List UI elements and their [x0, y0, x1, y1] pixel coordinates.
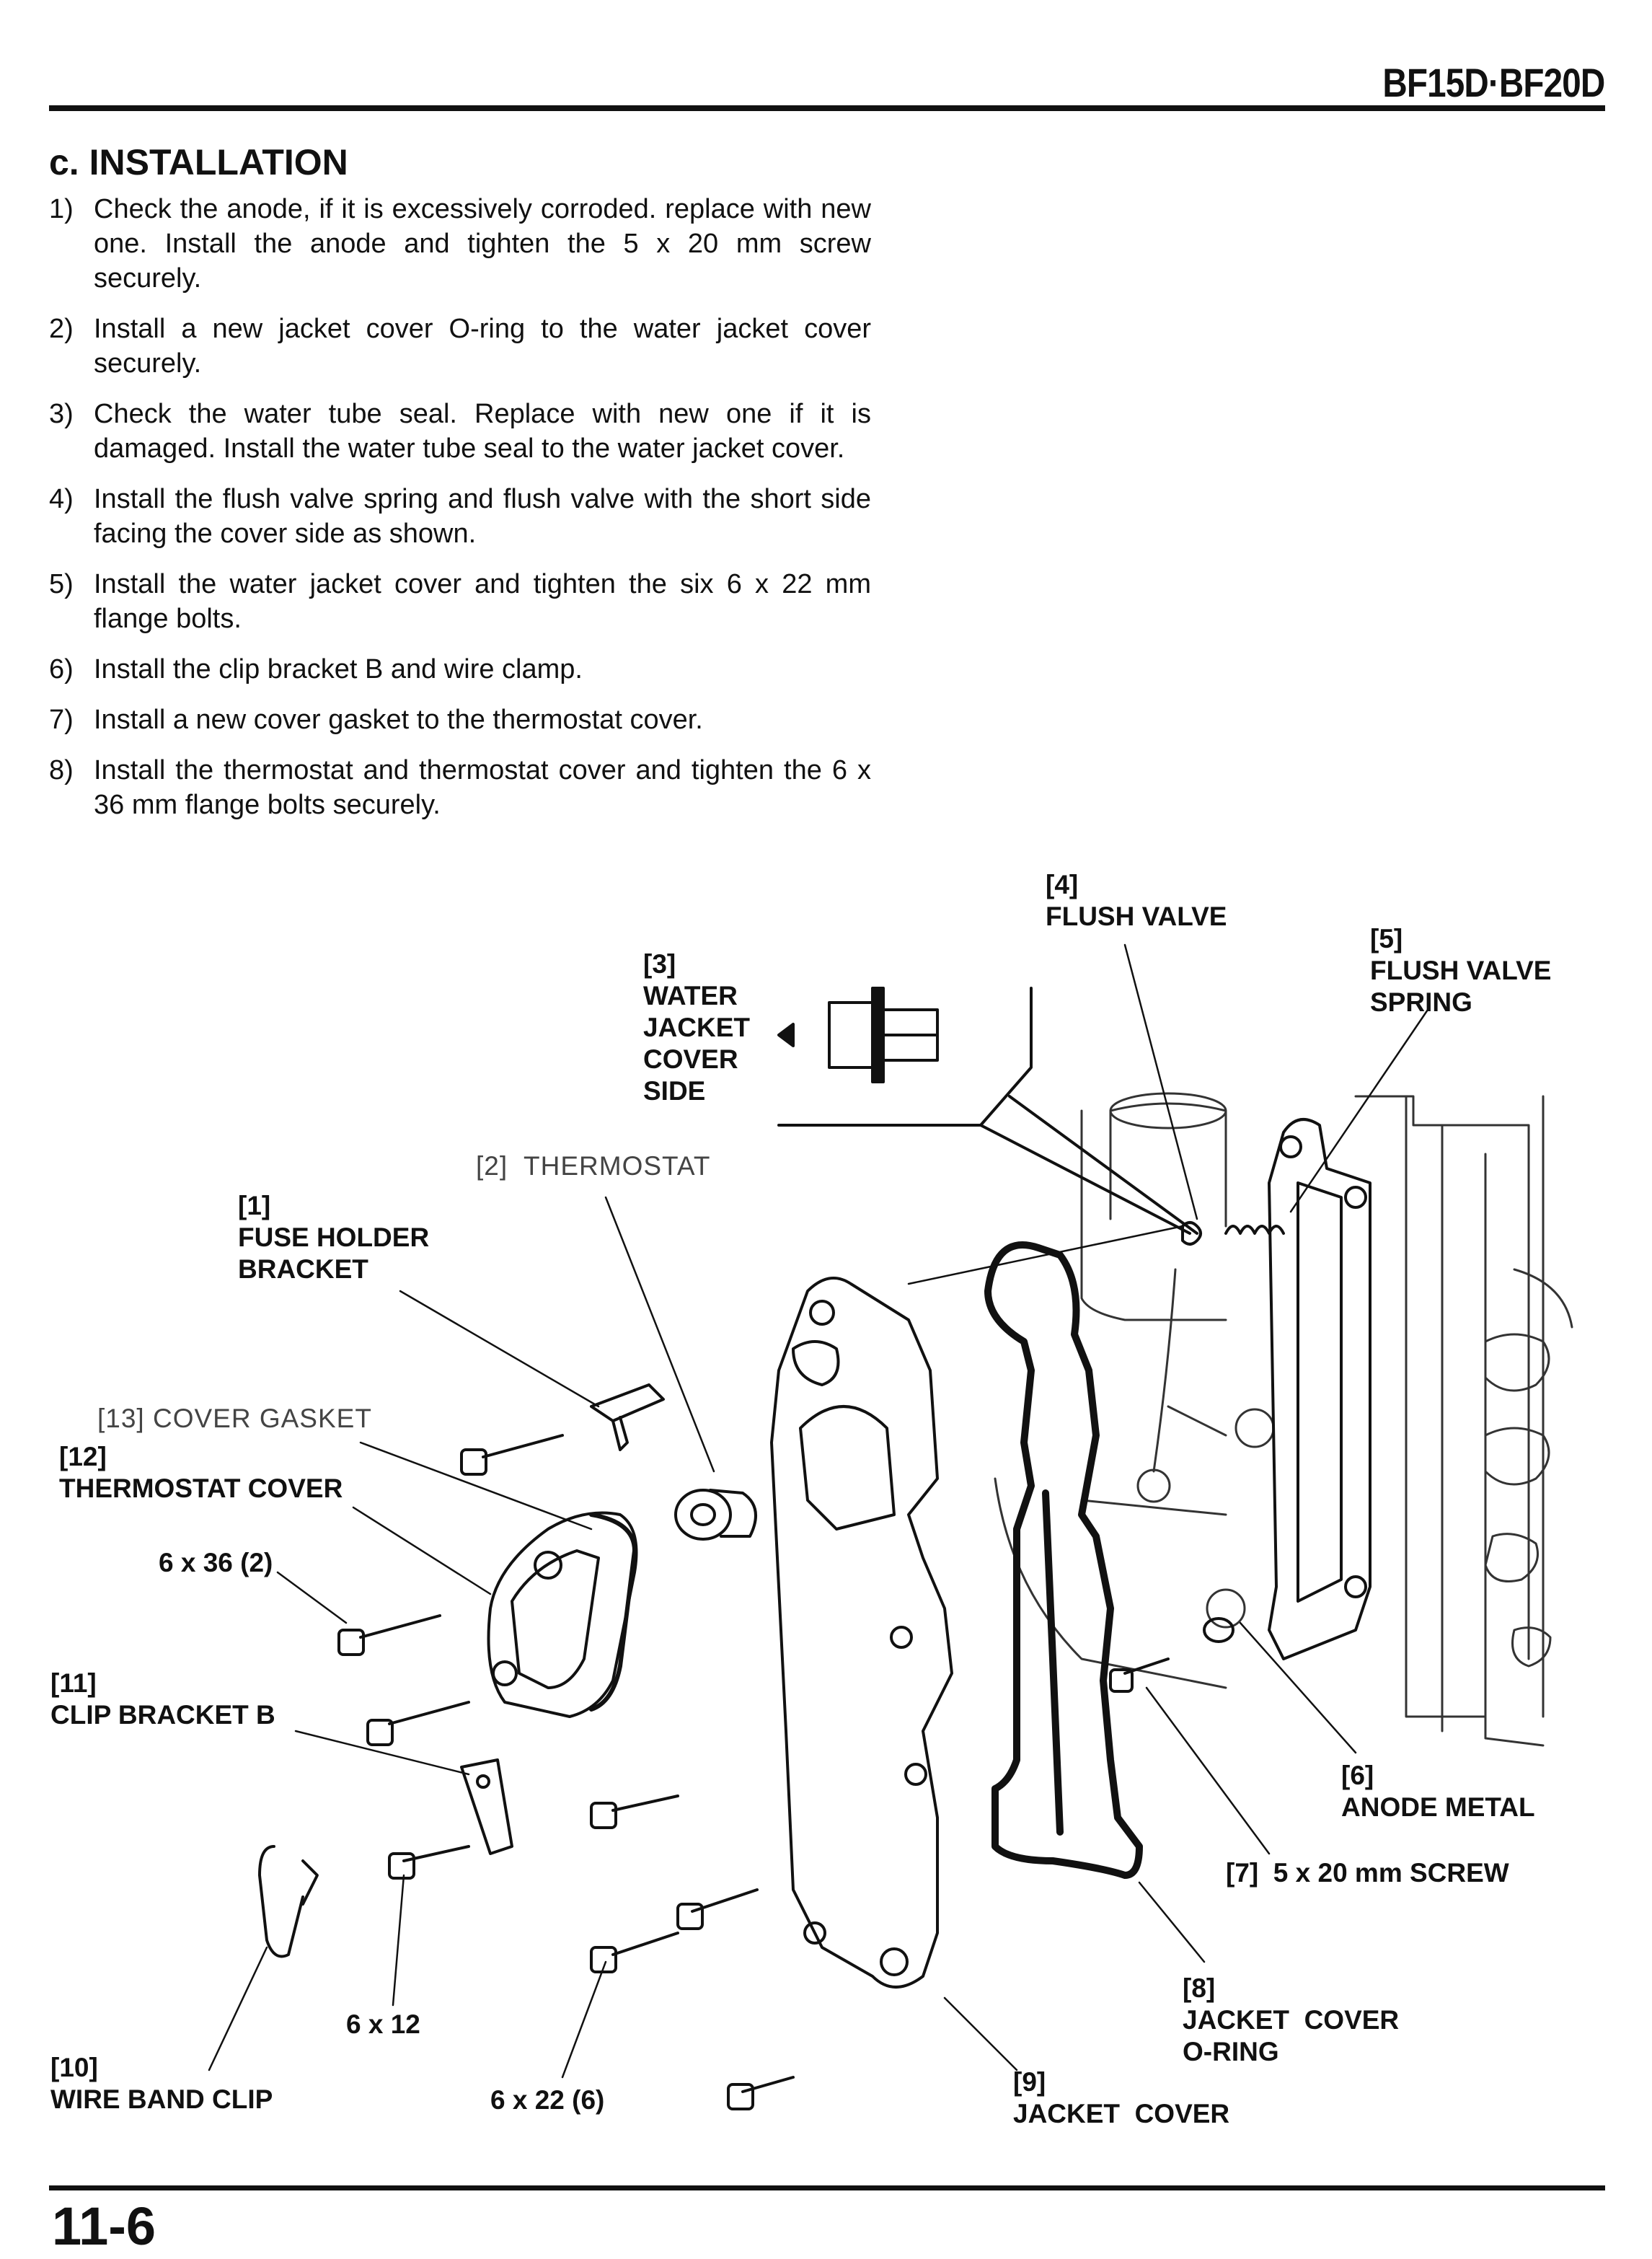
- label-thermostat: [2] THERMOSTAT: [476, 1151, 711, 1181]
- step-item: 5)Install the water jacket cover and tig…: [49, 569, 871, 634]
- leader-lines: [208, 943, 1429, 2079]
- label-clip-bracket-b: [11] CLIP BRACKET B: [50, 1668, 275, 1730]
- label-jacket-cover-oring: [8] JACKET COVER O-RING: [1183, 1973, 1400, 2066]
- label-screw-5x20: [7] 5 x 20 mm SCREW: [1226, 1858, 1509, 1888]
- jacket-cover: [770, 1277, 953, 1989]
- rear-cover-plate: [1268, 1118, 1371, 1660]
- wire-band-clip: [258, 1845, 319, 1958]
- label-jacket-cover: [9] JACKET COVER: [1013, 2067, 1230, 2128]
- label-water-jacket-cover-side: [3] WATER JACKET COVER SIDE: [643, 949, 751, 1106]
- label-flush-valve-spring: [5] FLUSH VALVE SPRING: [1370, 924, 1552, 1017]
- clip-bracket-b: [460, 1758, 513, 1855]
- step-item: 6)Install the clip bracket B and wire cl…: [49, 654, 583, 684]
- step-item: 7)Install a new cover gasket to the ther…: [49, 705, 703, 735]
- step-item: 8)Install the thermostat and thermostat …: [49, 755, 871, 820]
- step-item: 1)Check the anode, if it is excessively …: [49, 194, 871, 294]
- flange-bolts: [337, 1434, 1234, 2110]
- label-bolt-6x22: 6 x 22 (6): [490, 2085, 605, 2115]
- footer-divider: [49, 2185, 1605, 2190]
- step-item: 2)Install a new jacket cover O-ring to t…: [49, 314, 871, 379]
- exploded-parts-diagram: [4] FLUSH VALVE [5] FLUSH VALVE SPRING […: [0, 851, 1652, 2164]
- diagram-drawing: [208, 943, 1573, 2110]
- flush-valve-spring: [1181, 1221, 1285, 1246]
- page-number: 11-6: [52, 2196, 156, 2256]
- label-cover-gasket: [13] COVER GASKET: [97, 1404, 372, 1433]
- label-wire-band-clip: [10] WIRE BAND CLIP: [50, 2053, 273, 2114]
- label-fuse-holder-bracket: [1] FUSE HOLDER BRACKET: [238, 1191, 430, 1284]
- header-divider: [49, 105, 1605, 111]
- label-bolt-6x12: 6 x 12: [346, 2009, 420, 2039]
- label-bolt-6x36: 6 x 36 (2): [159, 1548, 273, 1577]
- step-item: 4)Install the flush valve spring and flu…: [49, 484, 871, 549]
- label-thermostat-cover: [12] THERMOSTAT COVER: [59, 1442, 343, 1503]
- label-flush-valve: [4] FLUSH VALVE: [1046, 870, 1227, 931]
- jacket-cover-oring: [984, 1241, 1143, 1879]
- model-title: BF15D·BF20D: [1382, 60, 1605, 105]
- fuse-holder-bracket: [590, 1383, 665, 1451]
- thermostat-cover-assembly: [487, 1511, 638, 1718]
- installation-steps: 1)Check the anode, if it is excessively …: [49, 192, 871, 838]
- section-heading: c. INSTALLATION: [49, 142, 348, 182]
- step-item: 3)Check the water tube seal. Replace wit…: [49, 399, 871, 464]
- engine-block: [994, 1092, 1573, 1747]
- thermostat: [674, 1489, 757, 1541]
- flush-valve-inset: [777, 987, 1198, 1235]
- label-anode-metal: [6] ANODE METAL: [1341, 1761, 1535, 1822]
